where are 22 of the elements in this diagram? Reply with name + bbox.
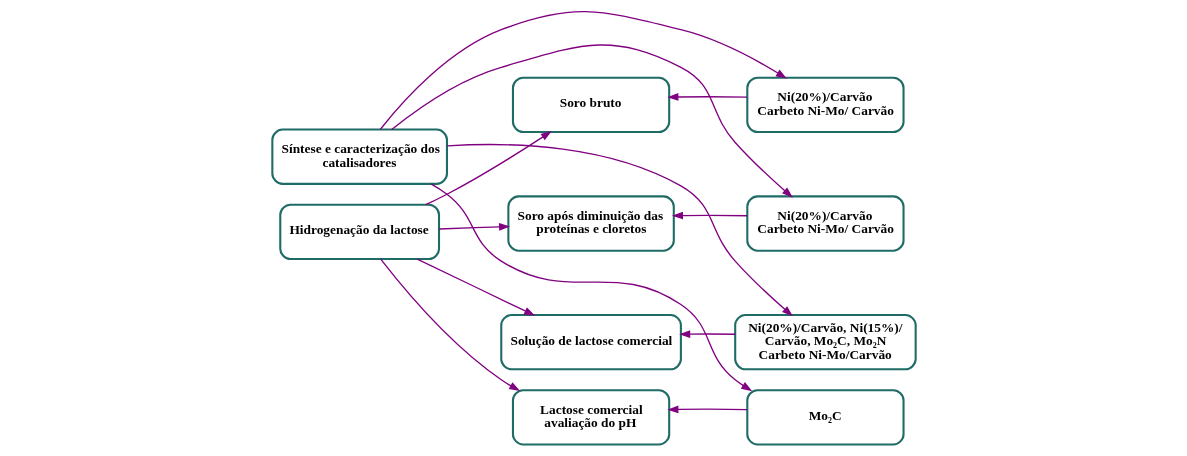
arrow xyxy=(379,258,520,392)
arrow xyxy=(671,211,748,220)
arrow xyxy=(666,405,748,414)
arrow xyxy=(379,11,787,130)
node-box: Hidrogenação da lactose xyxy=(278,203,440,261)
node-box: Lactose comercial avaliação do pH xyxy=(511,389,670,446)
arrow xyxy=(424,131,552,206)
node-box: Solução de lactose comercial xyxy=(499,313,682,371)
arrow xyxy=(678,330,736,338)
node-box: Soro bruto xyxy=(511,76,670,134)
node-box: Mo₂C xyxy=(745,389,905,446)
node-box: Ni(20%)/Carvão Carbeto Ni-Mo/ Carvão xyxy=(745,76,905,134)
node-box: Soro após diminuição das proteínas e cloretos xyxy=(506,195,675,252)
node-box: Síntese e caracterização dos catalisadores xyxy=(270,128,448,185)
node-box: Ni(20%)/Carvão, Ni(15%)/ Carvão, Mo₂C, Mo₂N Carbeto Ni-Mo/Carvão xyxy=(733,313,917,371)
arrow xyxy=(416,258,535,316)
arrow xyxy=(438,222,510,231)
arrow xyxy=(446,143,793,317)
arrow xyxy=(666,93,748,101)
arrow xyxy=(429,183,752,392)
node-box: Ni(20%)/Carvão Carbeto Ni-Mo/ Carvão xyxy=(745,195,905,252)
arrow xyxy=(390,44,793,198)
